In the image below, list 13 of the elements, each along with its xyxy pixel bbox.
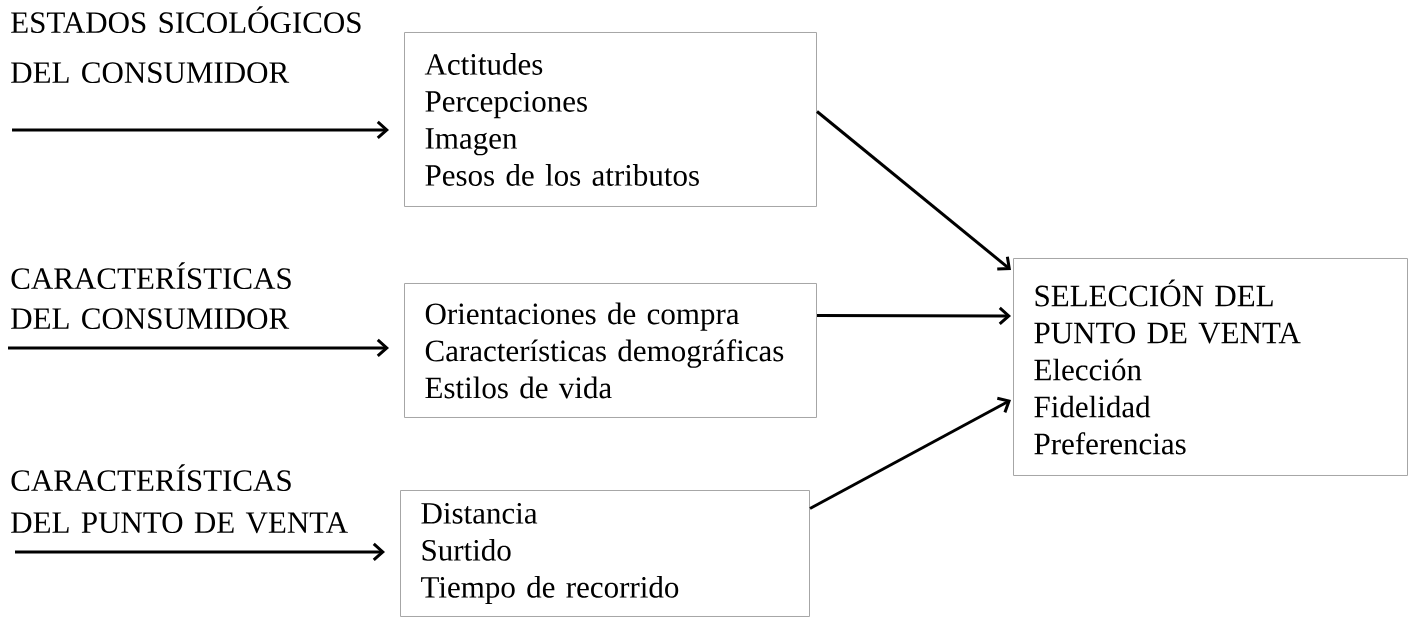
- arrow: [12, 120, 389, 140]
- arrow: [8, 338, 389, 358]
- text-box: SELECCIÓN DEL PUNTO DE VENTA Elección Fidelidad Preferencias: [1013, 258, 1408, 476]
- arrow: [809, 396, 1011, 510]
- text-box: Distancia Surtido Tiempo de recorrido: [400, 490, 810, 617]
- edge-label: CARACTERÍSTICAS DEL CONSUMIDOR: [11, 262, 291, 330]
- text-box: Actitudes Percepciones Imagen Pesos de los atributos: [404, 32, 817, 207]
- arrow: [15, 542, 385, 562]
- arrow: [816, 110, 1011, 271]
- text-box: Orientaciones de compra Características demográficas Estilos de vida: [404, 283, 817, 418]
- arrow: [817, 306, 1011, 326]
- edge-label: ESTADOS SICOLÓGICOS DEL CONSUMIDOR: [11, 6, 361, 84]
- edge-label: CARACTERÍSTICAS DEL PUNTO DE VENTA: [11, 464, 348, 534]
